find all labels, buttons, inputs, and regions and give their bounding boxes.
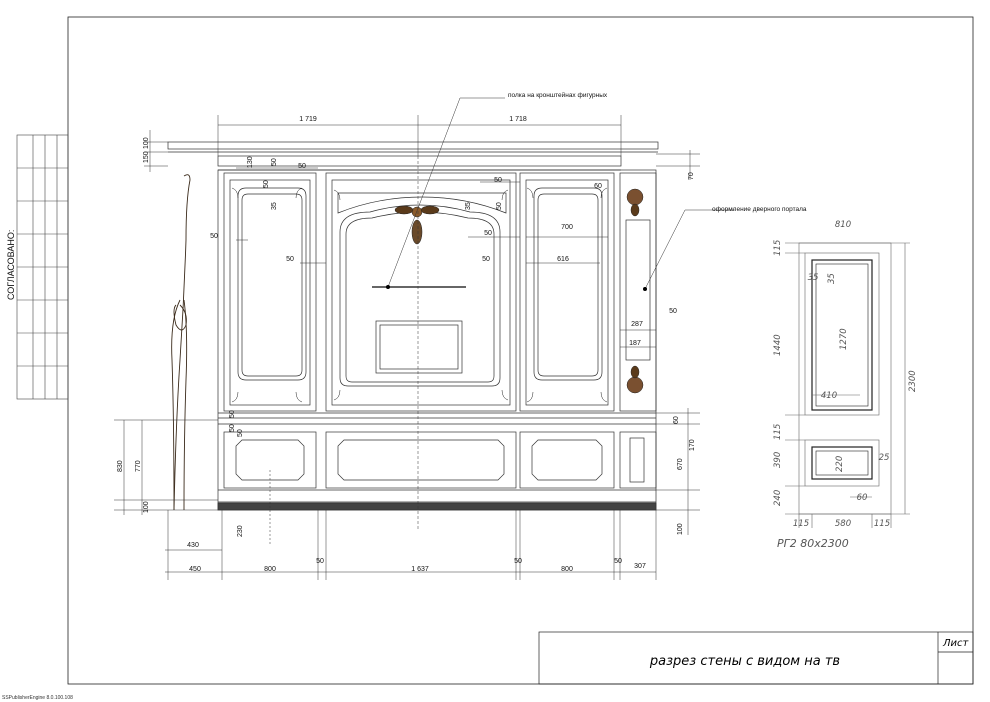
top-dim-left: 1 719: [299, 116, 317, 123]
wall-elevation: [167, 141, 659, 511]
dim-430: 430: [187, 542, 199, 549]
door-dim-35a: 35: [808, 273, 819, 283]
inner-dim-616: 616: [557, 256, 569, 263]
bottom-dim-3: 50: [316, 558, 324, 565]
curtain-drape: [171, 174, 191, 511]
door-dim-115-right: 115: [874, 519, 890, 529]
inner-dim-187: 187: [629, 340, 641, 347]
shelf-leader-dot: [386, 285, 390, 289]
inner-dim-50h: 50: [482, 256, 490, 263]
dim-150: 150: [143, 151, 150, 163]
inner-dim-60: 60: [594, 183, 602, 190]
dim-130: 130: [247, 156, 254, 168]
door-dim-2300: 2300: [908, 370, 918, 392]
door-dim-410: 410: [821, 391, 837, 401]
title-block: [538, 631, 974, 685]
inner-dim-50i: 50: [496, 202, 503, 210]
bottom-dim-7: 50: [614, 558, 622, 565]
inner-dim-35a: 35: [271, 202, 278, 210]
door-drawing: [785, 242, 910, 528]
ornament-decor: [231, 187, 644, 403]
dim-230: 230: [237, 525, 244, 537]
door-dim-1270: 1270: [839, 328, 849, 350]
dim-100: 100: [143, 137, 150, 149]
inner-dim-50j: 50: [229, 424, 236, 432]
inner-dim-50c: 50: [263, 180, 270, 188]
footer-text: SSPublisherEngine 8.0.100.108: [2, 695, 73, 701]
dim-60: 60: [673, 416, 680, 424]
inner-dim-35b: 35: [465, 202, 472, 210]
inner-dim-50f: 50: [494, 177, 502, 184]
door-dim-240: 240: [773, 490, 783, 506]
inner-dim-50a: 50: [298, 163, 306, 170]
inner-dim-50b: 50: [271, 158, 278, 166]
inner-dim-287: 287: [631, 321, 643, 328]
dim-770: 770: [135, 460, 142, 472]
portal-leader-dot: [643, 287, 647, 291]
annotation-leaders: [387, 97, 735, 290]
bottom-dim-8: 307: [634, 563, 646, 570]
door-dim-220: 220: [835, 456, 845, 472]
dim-830: 830: [117, 460, 124, 472]
dim-50-left-b: 50: [237, 429, 244, 437]
shelf-label: полка на кронштейнах фигурных: [508, 91, 608, 99]
door-dim-115-left: 115: [793, 519, 809, 529]
dim-70: 70: [688, 172, 695, 180]
inner-dim-50e: 50: [286, 256, 294, 263]
door-dim-35b: 35: [827, 273, 837, 284]
bottom-dim-4: 1 637: [411, 566, 429, 573]
dim-170: 170: [689, 439, 696, 451]
sheet-label: Лист: [942, 638, 970, 649]
dim-100-right: 100: [677, 523, 684, 535]
portal-label: оформление дверного портала: [712, 206, 807, 213]
bottom-dim-1: 450: [189, 566, 201, 573]
approval-stamp: [16, 134, 69, 400]
bottom-dim-5: 50: [514, 558, 522, 565]
door-dim-115-top: 115: [773, 240, 783, 256]
inner-dim-700: 700: [561, 224, 573, 231]
door-dim-60: 60: [857, 493, 868, 503]
bottom-dim-6: 800: [561, 566, 573, 573]
bottom-dim-2: 800: [264, 566, 276, 573]
door-dim-25: 25: [879, 453, 890, 463]
top-dim-right: 1 718: [509, 116, 527, 123]
approval-label: СОГЛАСОВАНО:: [6, 230, 16, 300]
door-caption: РГ2 80х2300: [777, 537, 849, 550]
door-dim-115-mid: 115: [773, 424, 783, 440]
inner-dim-50d: 50: [210, 233, 218, 240]
dim-100-bottom: 100: [143, 501, 150, 513]
dim-50-left-a: 50: [229, 410, 236, 418]
door-dim-1440: 1440: [773, 334, 783, 356]
dimension-lines: [114, 115, 700, 580]
inner-dim-50k: 50: [669, 308, 677, 315]
door-dim-390: 390: [773, 452, 783, 468]
drawing-title: разрез стены с видом на тв: [649, 654, 840, 669]
dim-670: 670: [677, 458, 684, 470]
door-dim-580: 580: [835, 519, 851, 529]
door-dim-810: 810: [835, 220, 851, 230]
inner-dim-50g: 50: [484, 230, 492, 237]
